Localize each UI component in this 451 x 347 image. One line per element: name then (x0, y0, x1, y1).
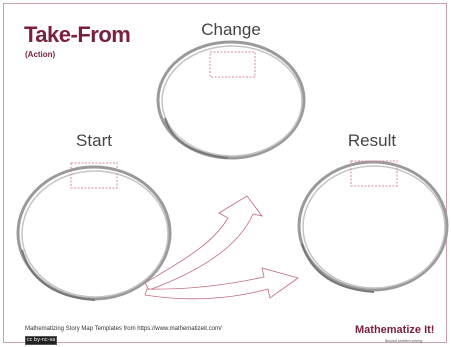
change-value-box[interactable] (209, 51, 256, 78)
source-credit: Mathematizing Story Map Templates from h… (25, 326, 222, 332)
page-title: Take-From (24, 22, 131, 47)
start-label: Start (76, 131, 112, 150)
license-badge-icon: cc by-nc-sa (25, 336, 57, 345)
result-label: Result (347, 131, 397, 150)
result-circle (297, 160, 449, 293)
arrow-to-result (144, 267, 299, 300)
page-subtitle: (Action) (25, 50, 56, 59)
start-value-box[interactable] (70, 162, 118, 189)
arrow-to-change (144, 195, 263, 291)
brand-tagline: Beyond problem solving (385, 339, 423, 343)
brand-logo: Mathematize It! (355, 324, 435, 336)
result-value-box[interactable] (350, 160, 398, 187)
change-circle (156, 40, 306, 160)
change-label: Change (201, 20, 261, 39)
start-circle (16, 165, 172, 301)
